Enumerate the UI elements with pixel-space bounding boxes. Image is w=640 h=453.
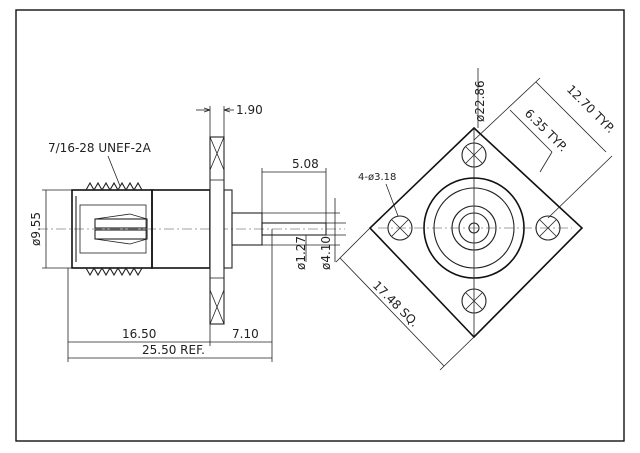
dim-length-front: 16.50 xyxy=(122,327,156,341)
dim-length-rear: 7.10 xyxy=(232,327,259,341)
dim-hole-offset: 6.35 TYP. xyxy=(522,106,570,154)
dim-pin-length: 5.08 xyxy=(292,157,319,171)
dim-body-diameter: ø9.55 xyxy=(29,212,43,246)
thread-label: 7/16-28 UNEF-2A xyxy=(48,141,152,155)
side-view: 1.90 5.08 7/16-28 UNEF-2A ø9.55 ø1.27 ø4… xyxy=(29,103,346,362)
dim-total-length: 25.50 REF. xyxy=(142,343,205,357)
dim-hole-spacing: 12.70 TYP. xyxy=(564,82,618,136)
drawing-border xyxy=(15,9,625,442)
dim-insulator-diameter: ø4.10 xyxy=(319,236,333,270)
dim-hole-spec: 4-ø3.18 xyxy=(358,172,396,183)
dim-pin-diameter: ø1.27 xyxy=(294,236,308,270)
dim-bore-diameter: ø22.86 xyxy=(473,80,487,122)
dim-flange-square: 17.48 SQ. xyxy=(370,278,422,330)
front-view: ø22.86 4-ø3.18 12.70 TYP. 6.35 TYP. 17.4… xyxy=(335,68,618,371)
dim-flange-thickness: 1.90 xyxy=(236,103,263,117)
